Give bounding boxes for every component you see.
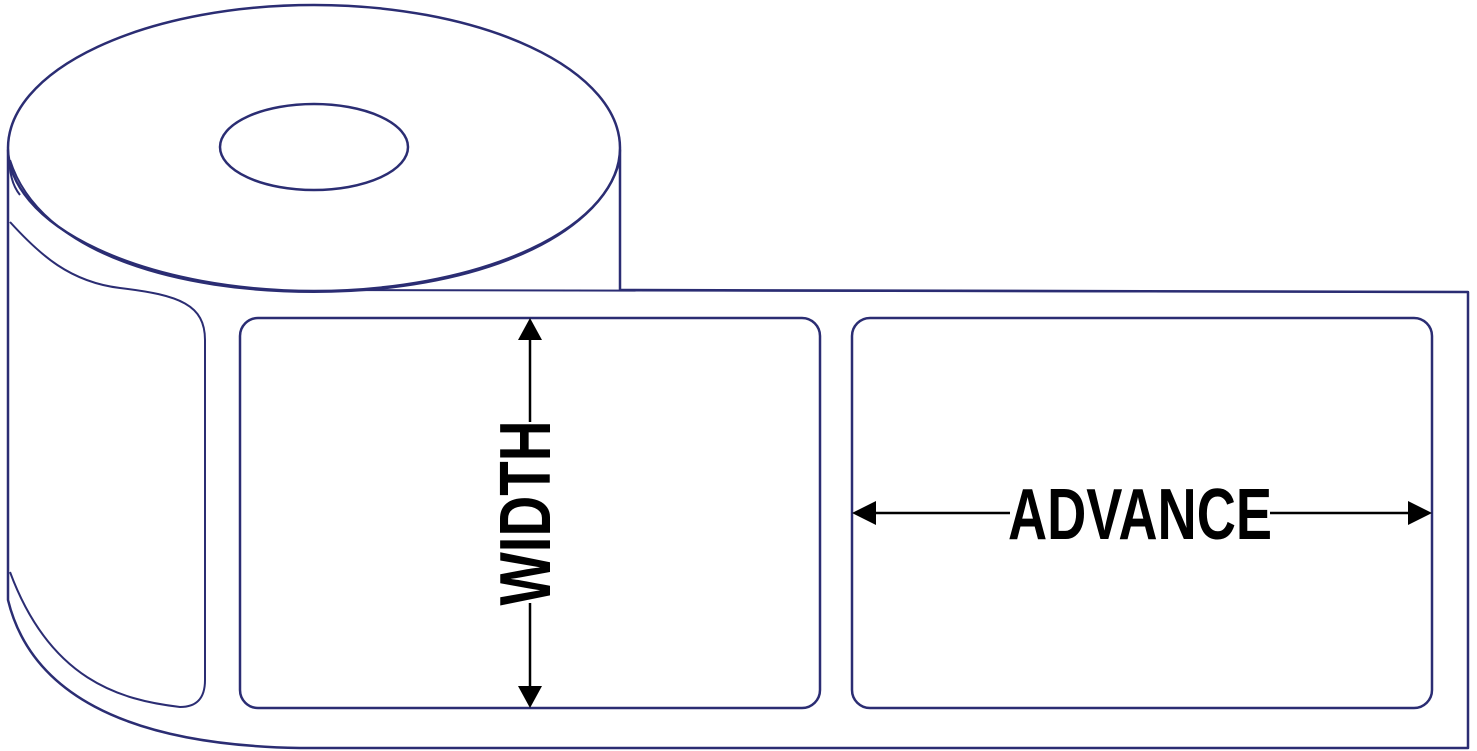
width-arrow-head-top xyxy=(518,318,542,340)
liner-strip xyxy=(300,289,1469,749)
roll-rim-edge xyxy=(9,159,621,294)
width-dimension-arrow xyxy=(518,318,542,708)
wrapped-label-edge xyxy=(9,221,206,709)
advance-arrow-head-right xyxy=(1408,501,1432,525)
width-label: WIDTH xyxy=(486,421,566,606)
width-arrow-head-bottom xyxy=(518,686,542,708)
advance-label: ADVANCE xyxy=(1008,475,1272,555)
advance-dimension-arrow xyxy=(852,501,1432,525)
advance-arrow-head-left xyxy=(852,501,876,525)
roll-core xyxy=(218,102,410,192)
